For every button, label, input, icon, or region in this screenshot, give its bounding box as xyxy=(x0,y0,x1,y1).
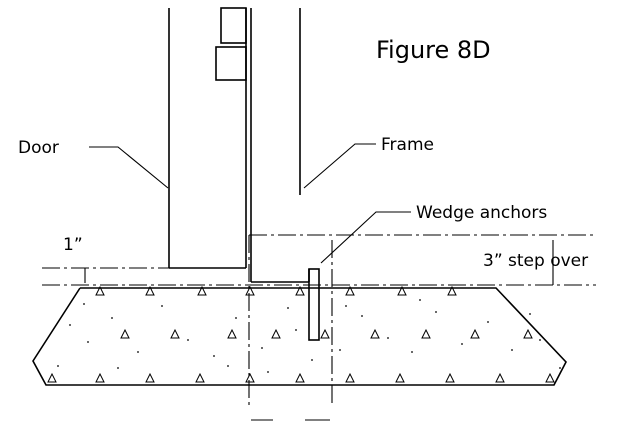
aggregate-dot xyxy=(137,351,139,353)
aggregate-triangle xyxy=(95,372,105,383)
concrete-slab xyxy=(32,287,567,386)
wedge-anchor xyxy=(308,268,320,341)
aggregate-triangle xyxy=(145,372,155,383)
figure-title: Figure 8D xyxy=(376,36,491,64)
aggregate-dot xyxy=(261,347,263,349)
aggregate-dot xyxy=(267,371,269,373)
aggregate-triangle xyxy=(470,328,480,339)
frame-label: Frame xyxy=(381,135,434,155)
aggregate-dot xyxy=(69,324,71,326)
aggregate-dot xyxy=(295,329,297,331)
aggregate-triangle xyxy=(197,285,207,296)
aggregate-dot xyxy=(487,321,489,323)
gap-dimension-label: 1” xyxy=(63,235,83,255)
aggregate-dot xyxy=(213,355,215,357)
aggregate-triangle xyxy=(120,328,130,339)
aggregate-dot xyxy=(311,359,313,361)
aggregate-dot xyxy=(117,367,119,369)
aggregate-triangle xyxy=(245,372,255,383)
aggregate-triangle xyxy=(345,285,355,296)
aggregate-dot xyxy=(361,315,363,317)
aggregate-dot xyxy=(57,365,59,367)
wedge-anchors-leader xyxy=(320,211,411,264)
aggregate-triangle xyxy=(421,328,431,339)
wedge-anchors-label: Wedge anchors xyxy=(416,203,547,223)
concrete-speckle-pattern xyxy=(57,299,561,373)
aggregate-dot xyxy=(411,351,413,353)
door-frame xyxy=(250,8,310,283)
aggregate-triangle xyxy=(195,372,205,383)
aggregate-triangle xyxy=(395,372,405,383)
aggregate-dot xyxy=(435,311,437,313)
aggregate-dot xyxy=(387,337,389,339)
step-over-dimension-label: 3” step over xyxy=(483,251,588,271)
aggregate-dot xyxy=(87,341,89,343)
leaders xyxy=(89,143,411,264)
aggregate-triangle xyxy=(397,285,407,296)
aggregate-triangle xyxy=(47,372,57,383)
frame-leader xyxy=(303,143,376,189)
aggregate-triangle xyxy=(295,285,305,296)
aggregate-dot xyxy=(111,317,113,319)
aggregate-dot xyxy=(187,339,189,341)
aggregate-triangle xyxy=(227,328,237,339)
aggregate-dot xyxy=(345,305,347,307)
aggregate-dot xyxy=(339,349,341,351)
aggregate-triangle xyxy=(271,328,281,339)
door-leader xyxy=(89,146,169,189)
aggregate-triangle xyxy=(523,328,533,339)
aggregate-dot xyxy=(161,305,163,307)
aggregate-triangle xyxy=(447,285,457,296)
aggregate-dot xyxy=(461,343,463,345)
aggregate-triangle xyxy=(295,372,305,383)
dimension-marks xyxy=(84,240,554,421)
aggregate-triangle xyxy=(545,372,555,383)
aggregate-triangle xyxy=(345,372,355,383)
aggregate-triangle xyxy=(145,285,155,296)
reference-lines xyxy=(42,234,596,405)
aggregate-triangle xyxy=(170,328,180,339)
aggregate-triangle xyxy=(245,285,255,296)
aggregate-dot xyxy=(539,339,541,341)
hinge-hardware xyxy=(215,7,247,81)
aggregate-dot xyxy=(511,349,513,351)
aggregate-triangle xyxy=(370,328,380,339)
aggregate-dot xyxy=(227,365,229,367)
aggregate-triangle xyxy=(95,285,105,296)
aggregate-triangle xyxy=(495,372,505,383)
aggregate-dot xyxy=(529,313,531,315)
aggregate-dot xyxy=(559,367,561,369)
aggregate-triangle xyxy=(445,372,455,383)
aggregate-dot xyxy=(419,299,421,301)
concrete-aggregate-pattern xyxy=(47,285,555,383)
aggregate-triangle xyxy=(320,328,330,339)
door-label: Door xyxy=(18,138,59,158)
aggregate-dot xyxy=(83,303,85,305)
aggregate-dot xyxy=(287,307,289,309)
aggregate-dot xyxy=(235,317,237,319)
